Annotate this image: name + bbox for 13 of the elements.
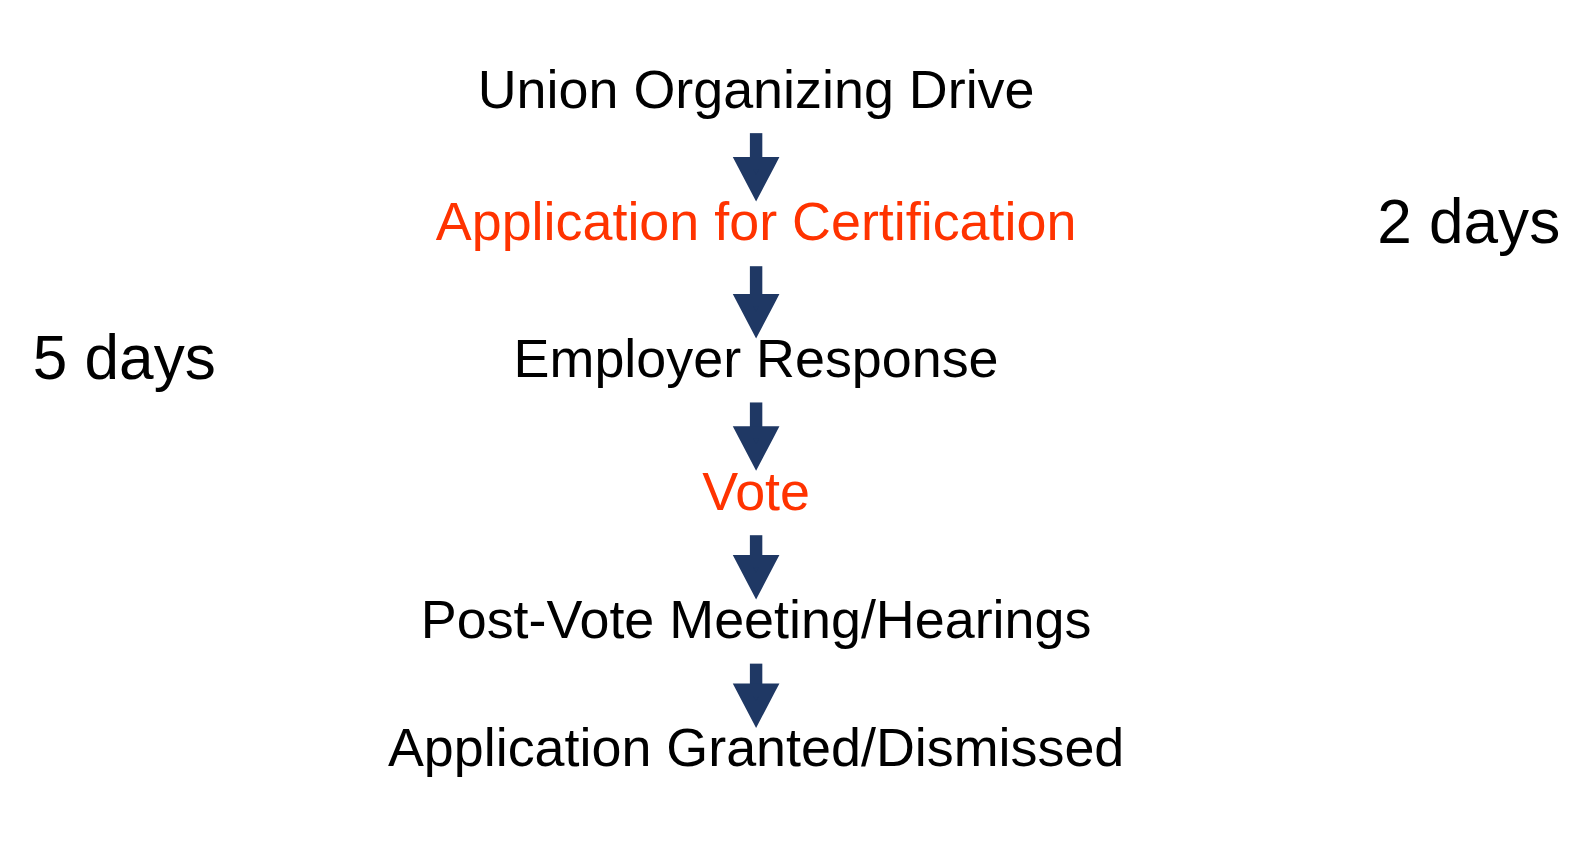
node-text: Union Organizing Drive — [477, 58, 1035, 119]
node-text: Vote — [702, 460, 811, 521]
node-text: Application for Certification — [435, 190, 1077, 251]
arrow — [732, 401, 780, 471]
node-text: Employer Response — [513, 327, 999, 388]
node-text: Post-Vote Meeting/Hearings — [420, 588, 1092, 649]
arrow — [732, 663, 780, 728]
label: 5 days — [32, 322, 216, 392]
arrow — [732, 132, 780, 201]
node-text: Application Granted/Dismissed — [387, 716, 1125, 777]
arrow — [732, 534, 780, 599]
label: 2 days — [1377, 186, 1561, 256]
arrow — [732, 265, 780, 338]
